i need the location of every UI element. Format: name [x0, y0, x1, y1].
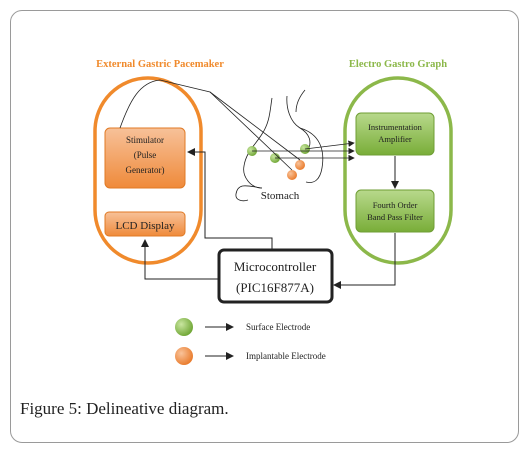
legend-implantable-icon: [175, 347, 193, 365]
filter-label-2: Band Pass Filter: [367, 212, 423, 222]
micro-label-1: Microcontroller: [234, 259, 317, 274]
stimulator-label-1: Stimulator: [126, 135, 164, 145]
left-group-title: External Gastric Pacemaker: [96, 59, 224, 70]
stomach-label: Stomach: [261, 190, 300, 202]
legend-surface-label: Surface Electrode: [246, 322, 310, 332]
microcontroller-box: [217, 248, 334, 304]
stimulator-wire-2: [209, 91, 301, 161]
right-group-title: Electro Gastro Graph: [349, 59, 447, 70]
lcd-label: LCD Display: [116, 220, 175, 232]
stomach-sketch: [235, 89, 324, 202]
figure-frame: [10, 10, 519, 443]
filter-label-1: Fourth Order: [373, 200, 418, 210]
caption-label: Figure 5:: [20, 399, 82, 418]
micro-to-lcd: [141, 239, 219, 280]
pacemaker-container: [93, 76, 203, 265]
instrumentation-box: [355, 112, 435, 156]
caption-text: Delineative diagram.: [86, 399, 229, 418]
stimulator-label-3: Generator): [126, 165, 165, 175]
micro-to-stimulator: [187, 148, 273, 250]
filter-box: [355, 189, 435, 233]
stimulator-box: [104, 127, 186, 189]
legend-surface-icon: [175, 318, 193, 336]
instrumentation-label-2: Amplifier: [378, 134, 412, 144]
micro-label-2: (PIC16F877A): [236, 280, 314, 295]
legend-implantable-label: Implantable Electrode: [246, 351, 326, 361]
stimulator-label-2: (Pulse: [134, 150, 157, 160]
stimulator-wire: [119, 79, 293, 171]
lcd-box: [104, 211, 186, 237]
filter-to-micro: [333, 233, 396, 289]
lead-3: [304, 140, 355, 150]
implantable-electrode-1: [295, 160, 305, 170]
implantable-electrode-2: [287, 170, 297, 180]
egg-container: [343, 76, 453, 265]
figure-caption: Figure 5: Delineative diagram.: [20, 399, 229, 419]
instrumentation-label-1: Instrumentation: [368, 122, 423, 132]
